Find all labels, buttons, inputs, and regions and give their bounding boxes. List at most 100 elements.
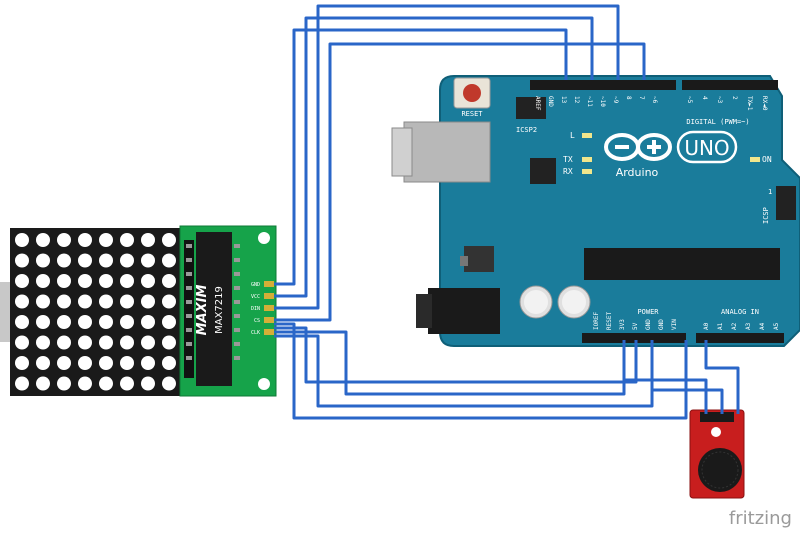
led-dot — [78, 315, 92, 329]
led-dot — [162, 233, 176, 247]
led-dot — [99, 274, 113, 288]
digital-pin-label: ~5 — [686, 96, 693, 104]
digital-pin-label: ~10 — [599, 96, 606, 107]
matrix-pin-label: CLK — [251, 330, 260, 336]
led-dot — [57, 253, 71, 268]
led-dot — [36, 315, 50, 329]
led-dot-grid — [15, 233, 176, 391]
led-dot — [99, 233, 113, 247]
matrix-pin — [264, 305, 274, 311]
led-dot — [162, 356, 176, 370]
led-dot — [15, 233, 29, 247]
wire — [704, 340, 740, 414]
digital-label: DIGITAL (PWM=~) — [686, 118, 749, 126]
arduino-uno-board: RESET ICSP2 ICSP 1 L TX RX ON UNO Arduin… — [391, 75, 800, 347]
digital-pin-label: AREF — [534, 96, 541, 111]
led-dot — [99, 335, 113, 350]
led-dot — [120, 315, 134, 329]
model-label: UNO — [684, 136, 729, 160]
led-dot — [36, 335, 50, 350]
power-pin-label: GND — [658, 319, 665, 330]
matrix-pin — [264, 281, 274, 287]
power-pin-label: 3V3 — [619, 319, 626, 330]
usb-connector — [403, 121, 491, 183]
power-pin-label: VIN — [671, 319, 678, 330]
power-pin-labels: IOREF RESET 3V3 5V GND GND VIN — [593, 312, 678, 330]
led-dot — [15, 253, 29, 268]
analog-pin-label: A0 — [703, 322, 710, 330]
led-dot — [162, 315, 176, 329]
power-pin-label: RESET — [606, 312, 613, 330]
led-dot — [99, 294, 113, 309]
led-dot — [120, 274, 134, 288]
analog-pin-label: A4 — [759, 322, 766, 330]
matrix-pin — [264, 293, 274, 299]
led-dot — [162, 335, 176, 350]
led-dot — [162, 294, 176, 309]
led-dot — [162, 376, 176, 391]
led-dot — [57, 274, 71, 288]
wire — [622, 340, 708, 414]
led-dot — [15, 356, 29, 370]
analog-label: ANALOG IN — [721, 308, 759, 316]
led-rx-label: RX — [563, 167, 573, 176]
led-dot — [162, 253, 176, 268]
icsp-header — [776, 186, 796, 220]
led-dot — [99, 356, 113, 370]
led-tx-label: TX — [563, 155, 573, 164]
analog-pin-label: A2 — [731, 322, 738, 330]
led-dot — [120, 233, 134, 247]
led-dot — [162, 274, 176, 288]
on-label: ON — [762, 155, 772, 164]
led-dot — [57, 356, 71, 370]
analog-pin-label: A5 — [773, 322, 780, 330]
brand-label: Arduino — [616, 166, 659, 179]
led-dot — [36, 274, 50, 288]
led-dot — [15, 335, 29, 350]
atmega-chip — [584, 248, 780, 280]
led-dot — [141, 315, 155, 329]
led-dot — [141, 376, 155, 391]
led-dot — [120, 356, 134, 370]
analog-header — [696, 333, 784, 343]
top-header-right — [682, 80, 778, 90]
digital-pin-label: 7 — [638, 96, 645, 100]
digital-pin-label: 12 — [573, 96, 580, 104]
analog-pin-label: A3 — [745, 322, 752, 330]
wire — [650, 340, 724, 414]
led-dot — [99, 376, 113, 391]
digital-pin-label: TX►1 — [746, 96, 753, 111]
icsp2-header — [516, 97, 546, 119]
led-dot — [78, 356, 92, 370]
led-dot — [15, 376, 29, 391]
led-dot — [57, 233, 71, 247]
led-dot — [141, 233, 155, 247]
led-dot — [78, 376, 92, 391]
led-dot — [141, 356, 155, 370]
led-dot — [120, 294, 134, 309]
led-dot — [78, 335, 92, 350]
matrix-pin-label: VCC — [251, 294, 260, 300]
led-dot — [78, 294, 92, 309]
digital-pin-label: ~11 — [586, 96, 593, 107]
digital-pin-label: RX◄0 — [761, 96, 768, 111]
led-dot — [36, 356, 50, 370]
led-dot — [120, 253, 134, 268]
power-pin-label: IOREF — [593, 312, 600, 330]
power-jack — [428, 288, 500, 334]
power-header — [582, 333, 686, 343]
icsp-label: ICSP — [762, 207, 770, 224]
icsp2-label: ICSP2 — [516, 126, 537, 134]
digital-pin-label: ~9 — [612, 96, 619, 104]
sound-sensor-module — [689, 409, 745, 499]
power-pin-label: 5V — [632, 322, 639, 330]
led-dot — [120, 376, 134, 391]
wires — [274, 4, 740, 420]
led-dot — [57, 294, 71, 309]
led-dot — [120, 335, 134, 350]
power-pin-label: GND — [645, 319, 652, 330]
matrix-pin-label: CS — [254, 318, 260, 324]
